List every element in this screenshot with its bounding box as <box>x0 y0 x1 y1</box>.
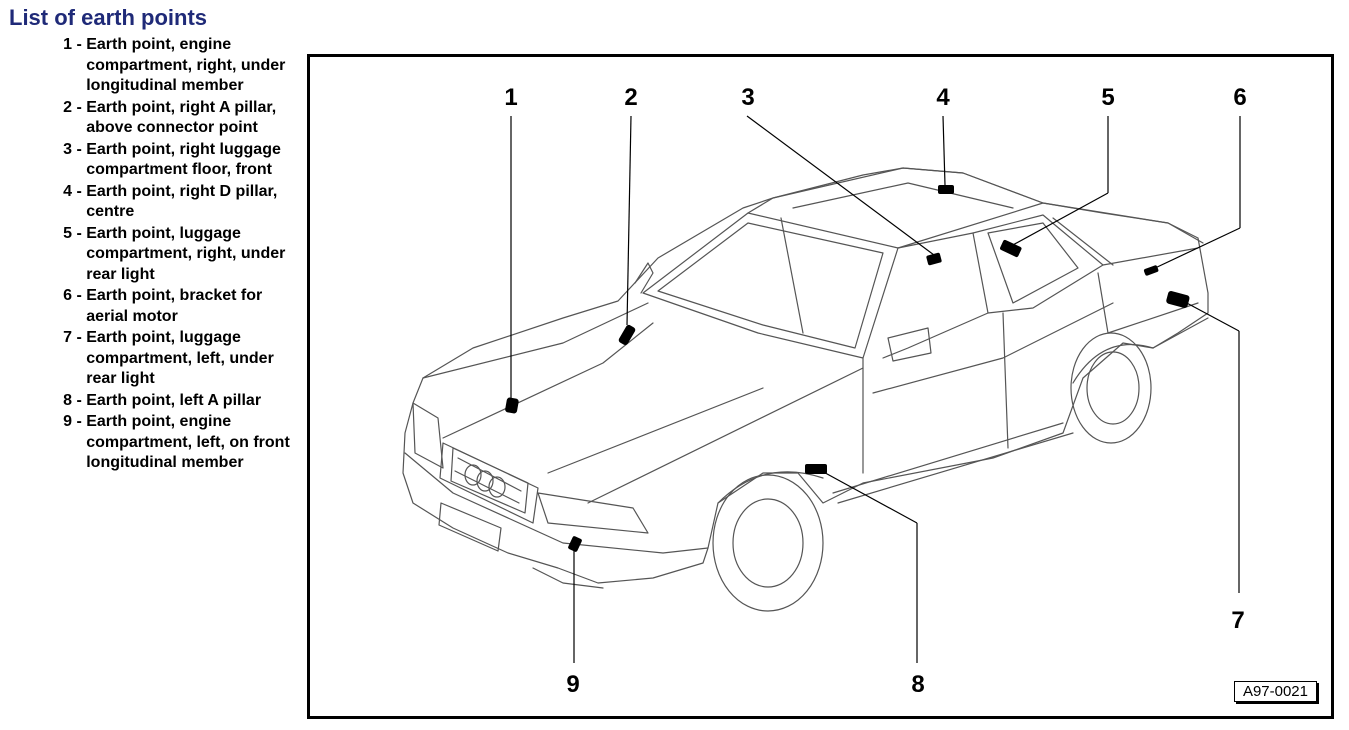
earth-point-marker-4 <box>938 185 954 194</box>
earth-point-marker-7 <box>1166 291 1190 308</box>
leader-line-6b <box>1152 227 1241 270</box>
item-text: Earth point, right luggage compartment f… <box>86 140 281 179</box>
callout-4: 4 <box>936 84 950 111</box>
earth-point-marker-3 <box>926 252 942 266</box>
figure-code: A97-0021 <box>1233 681 1317 702</box>
leader-lines <box>510 115 1241 663</box>
earth-point-marker-1 <box>505 397 519 414</box>
item-number: 5 <box>63 224 72 242</box>
callout-8: 8 <box>911 671 924 698</box>
callout-5: 5 <box>1101 84 1114 111</box>
item-number: 8 <box>63 391 72 409</box>
list-item: 8 - Earth point, left A pillar <box>30 391 295 412</box>
list-item: 2 - Earth point, right A pillar, above c… <box>30 98 295 139</box>
callout-6: 6 <box>1233 84 1246 111</box>
item-number: 7 <box>63 329 72 346</box>
leader-line-3 <box>746 115 935 256</box>
item-number: 4 <box>63 182 72 200</box>
callout-3: 3 <box>741 84 754 111</box>
list-item: 1 - Earth point, engine compartment, rig… <box>30 35 295 97</box>
item-text: Earth point, engine compartment, left, o… <box>86 413 290 471</box>
earth-point-marker-6 <box>1143 265 1159 276</box>
earth-point-marker-2 <box>618 324 636 346</box>
leader-line-5b <box>1010 192 1109 247</box>
item-text: Earth point, engine compartment, right, … <box>86 36 286 94</box>
item-number: 9 <box>63 413 72 430</box>
earth-point-markers <box>505 185 1190 552</box>
item-number: 1 <box>63 36 72 53</box>
item-number: 6 <box>63 287 72 304</box>
car-outline <box>402 167 1209 612</box>
list-item: 7 - Earth point, luggage compartment, le… <box>30 328 295 390</box>
list-item: 6 - Earth point, bracket for aerial moto… <box>30 286 295 327</box>
callout-2: 2 <box>624 84 637 111</box>
item-text: Earth point, luggage compartment, left, … <box>86 329 274 387</box>
item-number: 3 <box>63 140 72 158</box>
page-title: List of earth points <box>9 5 207 30</box>
item-text: Earth point, left A pillar <box>86 391 262 409</box>
item-text: Earth point, bracket for aerial motor <box>86 287 263 325</box>
earth-point-list: 1 - Earth point, engine compartment, rig… <box>30 35 295 475</box>
callout-numbers: 1 2 3 4 5 6 7 8 9 <box>504 84 1246 698</box>
earth-point-marker-9 <box>568 536 582 552</box>
list-item: 9 - Earth point, engine compartment, lef… <box>30 412 295 474</box>
callout-7: 7 <box>1231 607 1244 634</box>
leader-line-8b <box>817 468 918 524</box>
callout-9: 9 <box>566 671 579 698</box>
list-item: 3 - Earth point, right luggage compartme… <box>30 140 295 181</box>
earth-point-marker-5 <box>1000 239 1022 258</box>
callout-1: 1 <box>504 84 517 111</box>
list-item: 4 - Earth point, right D pillar, centre <box>30 182 295 223</box>
leader-line-4 <box>942 115 946 186</box>
car-illustration: 1 2 3 4 5 6 7 8 9 <box>402 84 1247 698</box>
car-earth-point-figure: 1 2 3 4 5 6 7 8 9 A97-0021 <box>307 54 1334 719</box>
leader-line-2 <box>626 115 632 326</box>
item-text: Earth point, right D pillar, centre <box>86 182 278 221</box>
item-text: Earth point, right A pillar, above conne… <box>86 98 277 137</box>
item-number: 2 <box>63 98 72 116</box>
item-text: Earth point, luggage compartment, right,… <box>86 224 286 283</box>
leader-line-7b <box>1182 300 1240 332</box>
list-item: 5 - Earth point, luggage compartment, ri… <box>30 224 295 286</box>
